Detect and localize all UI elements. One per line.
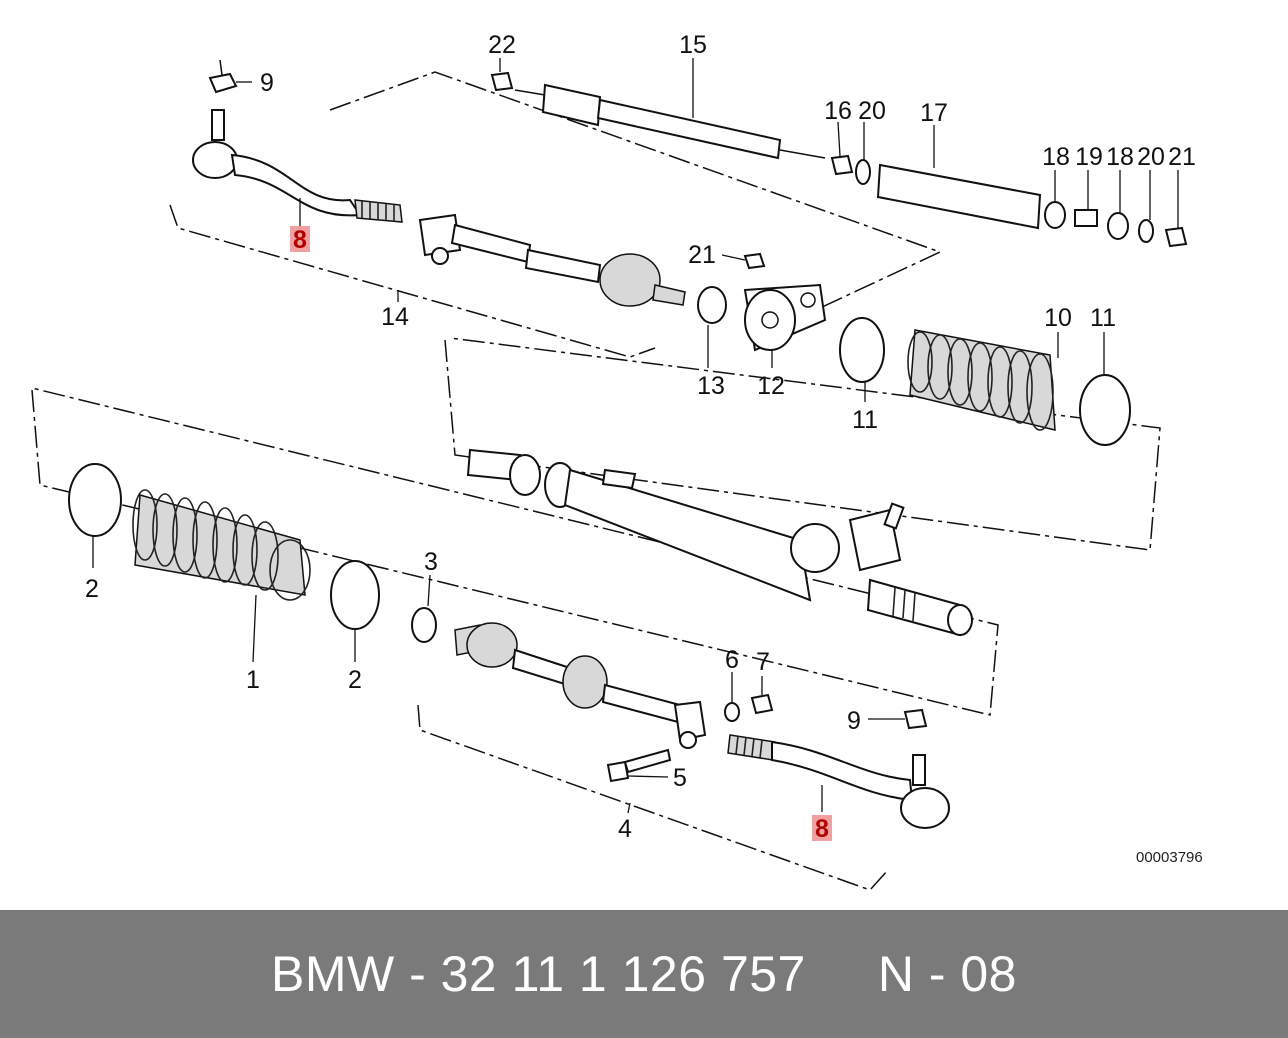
callout-9-lower: 9: [847, 707, 861, 735]
callout-8-lower: 8: [815, 815, 829, 843]
frame-steering-rack: [444, 337, 1161, 551]
callout-18-second: 18: [1106, 143, 1134, 171]
callout-18-first: 18: [1042, 143, 1070, 171]
tie-rod-end-lower: [727, 708, 950, 829]
callout-20-right: 20: [1137, 143, 1165, 171]
callout-20-upper: 20: [858, 97, 886, 125]
part-number-banner: BMW - 32 11 1 126 757 N - 08: [0, 910, 1288, 1038]
parts-diagram: 22 15 9 16 20 17 18 19 18 20 21 8 21 14 …: [31, 31, 1203, 891]
callout-12: 12: [757, 372, 785, 400]
tie-rod-end-upper: [192, 59, 403, 223]
callout-7: 7: [756, 648, 770, 676]
callout-11-right: 11: [1090, 304, 1116, 332]
callout-6: 6: [725, 646, 739, 674]
leader-lines: [92, 58, 1179, 814]
frame-tie-rod-assembly-4: [417, 704, 889, 891]
callout-17: 17: [920, 99, 948, 127]
callout-21-middle: 21: [688, 241, 716, 269]
callout-8-upper: 8: [293, 226, 307, 254]
callout-9-upper: 9: [260, 69, 274, 97]
frame-tie-rod-assembly-14: [169, 204, 656, 358]
callout-1: 1: [246, 666, 260, 694]
callout-14: 14: [381, 303, 409, 331]
flange-12-group: [697, 252, 827, 352]
callout-2-right: 2: [348, 666, 362, 694]
steering-rack-housing: [466, 448, 973, 637]
callout-19: 19: [1075, 143, 1103, 171]
bellows-boot-lower: [68, 463, 380, 630]
highlight-box-8-upper: [290, 226, 310, 252]
callout-13: 13: [697, 372, 725, 400]
inner-tie-rod-lower: [411, 607, 774, 783]
callout-5: 5: [673, 764, 687, 792]
callout-10: 10: [1044, 304, 1072, 332]
callout-15: 15: [679, 31, 707, 59]
callout-21-right: 21: [1168, 143, 1196, 171]
bellows-boot-upper: [839, 317, 1131, 446]
callout-4: 4: [618, 815, 632, 843]
callout-11-left: 11: [852, 406, 878, 434]
part-number-text: BMW - 32 11 1 126 757 N - 08: [271, 946, 1017, 1002]
callout-3: 3: [424, 548, 438, 576]
tie-rod-tube-upper: [490, 71, 826, 160]
inner-tie-rod-upper: [418, 213, 686, 307]
adjusting-sleeve-17: [830, 154, 1188, 248]
callout-2-left: 2: [85, 575, 99, 603]
highlight-box-8-lower: [812, 815, 832, 841]
frame-tie-rod-upper: [329, 71, 942, 309]
callout-22: 22: [488, 31, 516, 59]
diagram-reference-number: 00003796: [1136, 849, 1203, 866]
callout-16: 16: [824, 97, 852, 125]
